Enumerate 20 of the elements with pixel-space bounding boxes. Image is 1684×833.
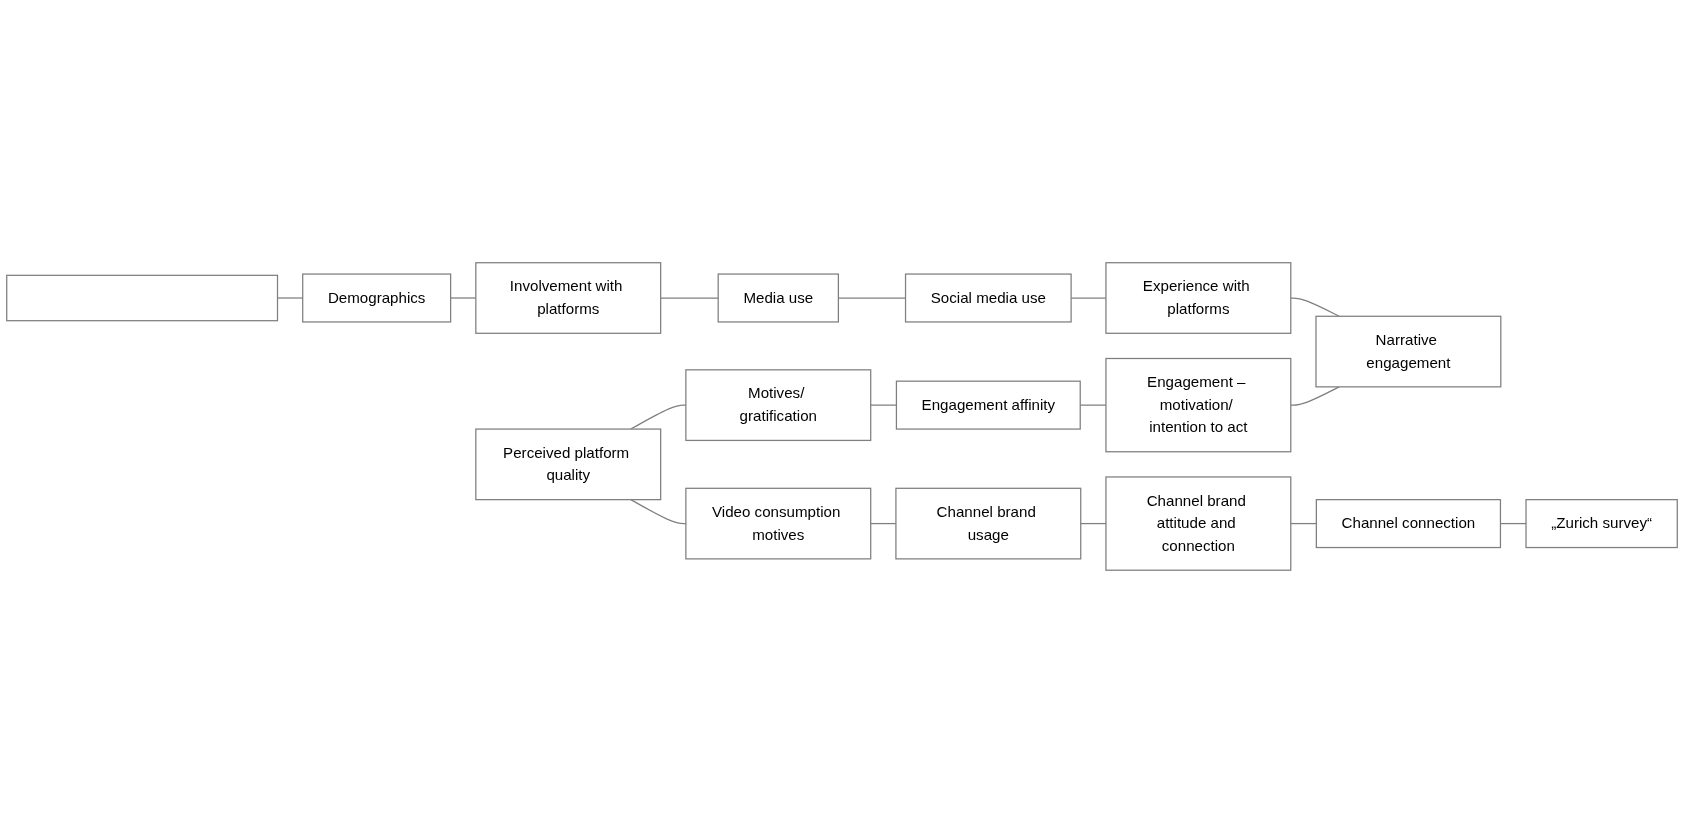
node-box: Narrative engagement (1315, 315, 1502, 388)
node-box: Channel brand attitude and connection (1105, 476, 1292, 571)
node-box: Social media use (904, 273, 1072, 323)
node-box: Channel brand usage (895, 487, 1082, 560)
node-box: Media use (717, 273, 839, 323)
node-box: Channel connection (1315, 499, 1502, 549)
node-box: Experience with platforms (1105, 262, 1292, 334)
node-box: „Zurich survey“ (1525, 499, 1678, 549)
connector (660, 297, 719, 299)
connector (1290, 386, 1340, 406)
node-bar (6, 274, 279, 322)
node-box: Demographics (302, 273, 452, 323)
node-box: Motives/ gratification (685, 369, 872, 442)
node-box: Video consumption motives (685, 487, 872, 560)
connector (1290, 297, 1340, 317)
node-box: Engagement affinity (895, 380, 1081, 430)
node-box: Engagement – motivation/ intention to act (1105, 357, 1292, 453)
node-box: Involvement with platforms (475, 262, 662, 334)
node-box: Perceived platform quality (475, 428, 662, 501)
connector (1290, 523, 1317, 525)
